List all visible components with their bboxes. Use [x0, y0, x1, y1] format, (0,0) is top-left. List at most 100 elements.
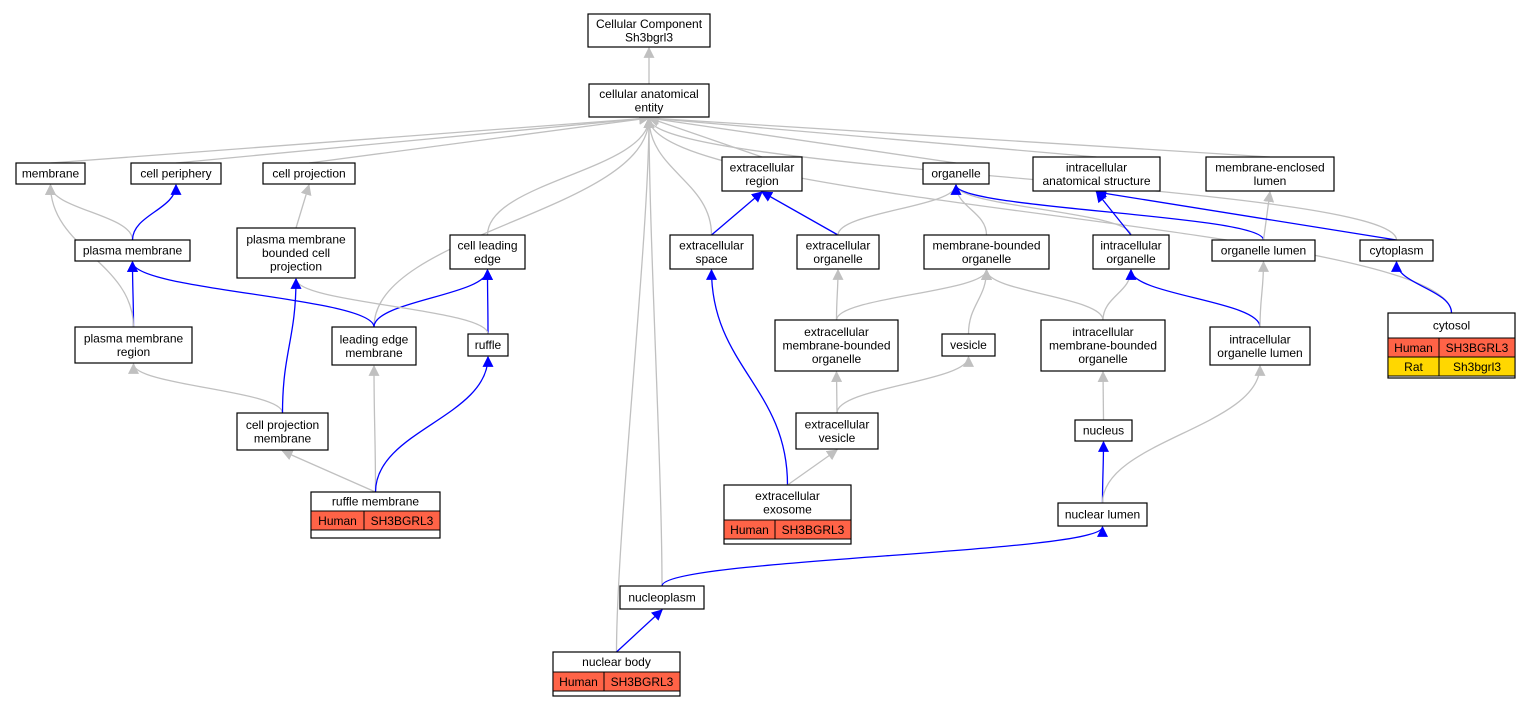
- species-label: Human: [730, 523, 769, 537]
- node-cell-projection[interactable]: cell projection: [262, 162, 356, 185]
- node-cell-periphery[interactable]: cell periphery: [130, 162, 222, 185]
- edge-plasma-membrane-to-membrane: [45, 183, 134, 241]
- edge-intracellular-organelle-lumen-to-intracellular-organelle: [1125, 268, 1261, 328]
- edge-ruffle-membrane-to-leading-edge-membrane: [368, 364, 380, 493]
- node-box: [15, 162, 86, 185]
- node-label-line: organelle: [962, 252, 1012, 266]
- node-label-line: organelle: [813, 252, 863, 266]
- edge-leading-edge-membrane-to-cell-leading-edge: [373, 268, 493, 328]
- node-vesicle[interactable]: vesicle: [941, 333, 996, 357]
- node-label-line: entity: [635, 100, 664, 114]
- node-plasma-membrane[interactable]: plasma membrane: [74, 239, 191, 262]
- node-label-line: nuclear body: [582, 655, 651, 669]
- edge-organelle-to-cellular-anatomical-entity: [647, 113, 957, 164]
- node-box: [1205, 156, 1335, 192]
- edge-nucleus-to-intracellular-membrane-bounded-organelle: [1097, 370, 1109, 421]
- edge-leading-edge-membrane-to-plasma-membrane: [127, 260, 375, 328]
- node-organelle-lumen[interactable]: organelle lumen: [1211, 239, 1316, 262]
- node-box: [923, 234, 1050, 270]
- node-label-line: extracellular: [805, 417, 870, 431]
- node-organelle[interactable]: organelle: [922, 162, 990, 185]
- edge-extracellular-space-to-cellular-anatomical-entity: [643, 116, 713, 236]
- node-nucleus[interactable]: nucleus: [1074, 419, 1133, 442]
- node-box: [795, 412, 879, 450]
- edge-membrane-to-cellular-anatomical-entity: [50, 113, 651, 164]
- node-box: [262, 162, 356, 185]
- node-label-line: extracellular: [806, 238, 871, 252]
- gene-label: SH3BGRL3: [371, 514, 434, 528]
- gene-cell: [1438, 356, 1516, 377]
- node-label-line: leading edge: [340, 332, 409, 346]
- edge-cytosol-to-cytoplasm: [1391, 260, 1453, 314]
- node-cytoplasm[interactable]: cytoplasm: [1359, 239, 1434, 262]
- edge-intracellular-organelle-to-organelle: [950, 183, 1132, 236]
- node-label-line: intracellular: [1066, 160, 1127, 174]
- edge-cell-periphery-to-cellular-anatomical-entity: [175, 113, 651, 164]
- edge-nuclear-body-to-cellular-anatomical-entity: [615, 116, 655, 653]
- node-box: [449, 234, 526, 270]
- edge-ruffle-membrane-to-ruffle: [374, 355, 494, 493]
- node-label-line: ruffle: [475, 338, 502, 352]
- edge-extracellular-membrane-bounded-organelle-to-extracellular-organelle: [832, 268, 844, 321]
- node-label-line: cell projection: [246, 418, 319, 432]
- gene-label: Sh3bgrl3: [1453, 360, 1501, 374]
- gene-label: SH3BGRL3: [782, 523, 845, 537]
- node-label-line: vesicle: [819, 431, 856, 445]
- node-membrane[interactable]: membrane: [15, 162, 86, 185]
- gene-label: SH3BGRL3: [1446, 341, 1509, 355]
- edge-nucleoplasm-to-cellular-anatomical-entity: [643, 116, 663, 587]
- species-label: Human: [559, 675, 598, 689]
- node-label-line: membrane-bounded: [1049, 339, 1157, 353]
- node-box: [74, 239, 191, 262]
- edge-ruffle-to-plasma-membrane-bounded-cell-projection: [290, 277, 489, 335]
- node-label-line: extracellular: [730, 160, 795, 174]
- node-nuclear-lumen[interactable]: nuclear lumen: [1057, 502, 1148, 527]
- node-ruffle[interactable]: ruffle: [467, 333, 509, 357]
- node-box: [941, 333, 996, 357]
- node-label-line: organelle: [812, 352, 862, 366]
- node-label-line: vesicle: [950, 338, 987, 352]
- node-label-line: cytosol: [1433, 319, 1470, 333]
- node-label-line: cellular anatomical: [599, 87, 698, 101]
- node-box: [1359, 239, 1434, 262]
- node-nucleoplasm[interactable]: nucleoplasm: [619, 585, 705, 610]
- edge-vesicle-to-membrane-bounded-organelle: [967, 268, 992, 335]
- node-label-line: region: [117, 345, 150, 359]
- node-box: [130, 162, 222, 185]
- edge-cell-leading-edge-to-cellular-anatomical-entity: [486, 116, 655, 236]
- node-label-line: edge: [474, 252, 501, 266]
- edge-intracellular-organelle-lumen-to-organelle-lumen: [1257, 260, 1269, 328]
- node-box: [1209, 326, 1311, 366]
- node-box: [1211, 239, 1316, 262]
- node-box: [922, 162, 990, 185]
- edge-plasma-membrane-bounded-cell-projection-to-cell-projection: [295, 183, 312, 229]
- node-label-line: cell projection: [272, 167, 345, 181]
- node-box: [669, 234, 754, 270]
- node-label-line: membrane: [254, 431, 312, 445]
- edge-organelle-lumen-to-organelle: [950, 183, 1265, 241]
